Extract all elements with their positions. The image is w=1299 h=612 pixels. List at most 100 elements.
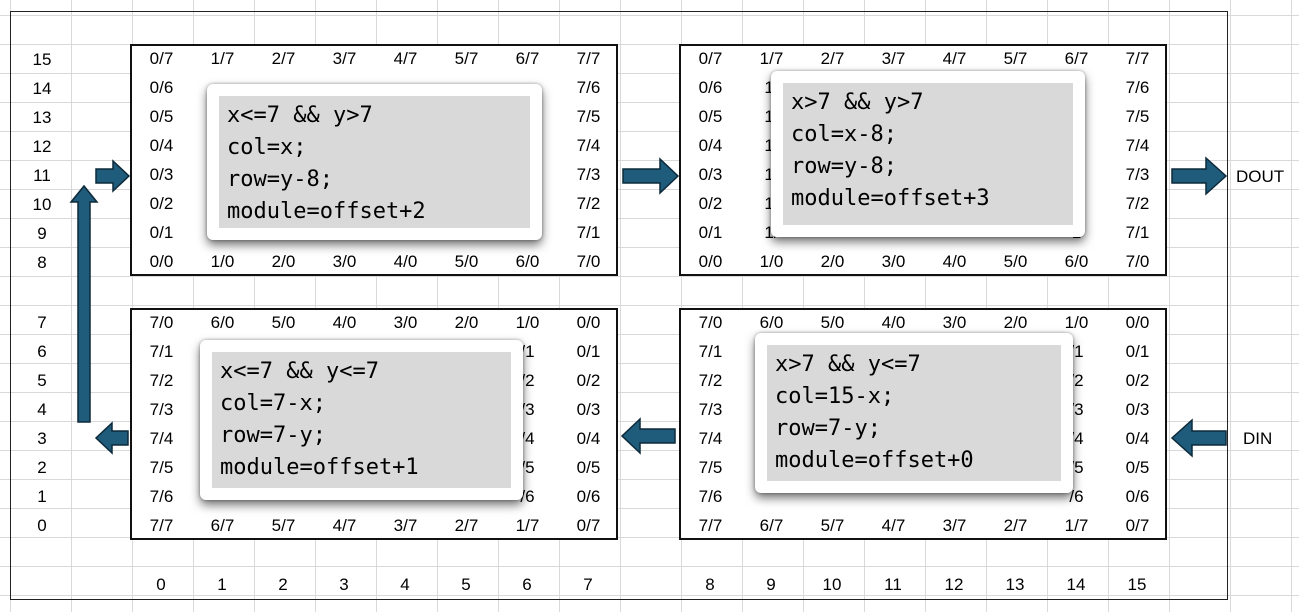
col-label: 10 [822, 575, 842, 594]
matrix-cell: /4 [520, 429, 535, 448]
col-label: 5 [461, 575, 471, 594]
matrix-cell: 1/0 [1064, 313, 1089, 332]
matrix-cell: 0/4 [149, 136, 174, 155]
matrix-cell: 5/0 [820, 313, 845, 332]
matrix-cell: 6/0 [759, 313, 784, 332]
arrow-to-dout [1171, 156, 1228, 196]
matrix-cell: 0/6 [1125, 487, 1150, 506]
row-label: 12 [32, 137, 52, 156]
matrix-cell: 0/3 [698, 165, 723, 184]
matrix-cell: 0/7 [698, 49, 723, 68]
matrix-cell: 5/7 [820, 516, 845, 535]
matrix-cell: 7/0 [1125, 252, 1150, 271]
matrix-cell: 4/0 [332, 313, 357, 332]
row-label: 1 [37, 487, 47, 506]
matrix-cell: 6/7 [1064, 49, 1089, 68]
matrix-cell: 6/7 [210, 516, 235, 535]
row-label: 5 [37, 371, 47, 390]
dout-label: DOUT [1236, 167, 1285, 186]
note-code-line: x>7 && y>7 [791, 90, 924, 115]
matrix-cell: 2/7 [454, 516, 479, 535]
matrix-cell: 3/7 [942, 516, 967, 535]
matrix-cell: 7/4 [698, 429, 723, 448]
matrix-cell: 4/7 [332, 516, 357, 535]
col-label: 9 [766, 575, 776, 594]
matrix-cell: 1/7 [210, 49, 235, 68]
note-code-line: x>7 && y<=7 [775, 352, 921, 377]
matrix-cell: 6/7 [759, 516, 784, 535]
row-label: 10 [32, 195, 52, 214]
matrix-cell: 7/1 [149, 342, 174, 361]
col-label: 0 [156, 575, 166, 594]
matrix-cell: 1/7 [759, 49, 784, 68]
arrow-from-din [1170, 418, 1227, 458]
matrix-cell: 7/3 [1125, 165, 1150, 184]
matrix-cell: 0/0 [149, 252, 174, 271]
matrix-cell: 7/1 [698, 342, 723, 361]
arrow-into-top-left [95, 159, 131, 193]
arrow-out-of-bottom-left [94, 421, 129, 455]
matrix-cell: 6/0 [515, 252, 540, 271]
matrix-cell: 3/0 [332, 252, 357, 271]
matrix-cell: 6/0 [1064, 252, 1089, 271]
matrix-cell: 7/5 [576, 107, 601, 126]
col-label: 3 [339, 575, 349, 594]
matrix-cell: 0/6 [149, 78, 174, 97]
matrix-cell: 7/7 [1125, 49, 1150, 68]
matrix-cell: 1/0 [210, 252, 235, 271]
row-label: 15 [32, 50, 52, 69]
row-label: 9 [37, 224, 47, 243]
matrix-cell: 7/5 [149, 458, 174, 477]
matrix-cell: /1 [520, 342, 535, 361]
matrix-cell: 7/2 [576, 194, 601, 213]
matrix-cell: 7/6 [1125, 78, 1150, 97]
matrix-cell: 0/7 [149, 49, 174, 68]
matrix-cell: 5/0 [271, 313, 296, 332]
note-code-line: module=offset+3 [791, 186, 990, 211]
matrix-cell: 7/1 [576, 223, 601, 242]
matrix-cell: 7/5 [698, 458, 723, 477]
matrix-cell: 4/7 [881, 516, 906, 535]
col-label: 12 [944, 575, 964, 594]
matrix-cell: 2/7 [1003, 516, 1028, 535]
matrix-cell: 0/4 [1125, 429, 1150, 448]
matrix-cell: 0/4 [576, 429, 601, 448]
note-code-line: x<=7 && y<=7 [220, 359, 379, 384]
note-code-line: col=x; [227, 135, 307, 160]
matrix-cell: 4/0 [881, 313, 906, 332]
matrix-cell: 1/7 [1064, 516, 1089, 535]
matrix-cell: 6/7 [515, 49, 540, 68]
din-label: DIN [1243, 429, 1273, 448]
note-code-line: module=offset+1 [220, 455, 419, 480]
matrix-cell: 4/7 [393, 49, 418, 68]
matrix-cell: 2/0 [454, 313, 479, 332]
col-label: 6 [522, 575, 532, 594]
matrix-cell: 0/3 [1125, 400, 1150, 419]
col-label: 8 [705, 575, 715, 594]
matrix-top-right: 0/71/72/73/74/75/76/77/70/61/67/60/51/57… [679, 44, 1167, 276]
matrix-cell: 0/0 [576, 313, 601, 332]
row-label: 13 [32, 108, 52, 127]
matrix-cell: 3/7 [881, 49, 906, 68]
matrix-cell: 3/7 [393, 516, 418, 535]
matrix-cell: 0/0 [698, 252, 723, 271]
arrow-up-return [69, 184, 99, 423]
matrix-cell: 7/7 [149, 516, 174, 535]
matrix-cell: 3/7 [332, 49, 357, 68]
matrix-cell: 4/7 [942, 49, 967, 68]
note-code-line: row=y-8; [791, 154, 897, 179]
matrix-cell: 7/2 [149, 371, 174, 390]
matrix-cell: 1/0 [759, 252, 784, 271]
matrix-cell: 6/0 [210, 313, 235, 332]
matrix-cell: 7/3 [149, 400, 174, 419]
arrow-top-left-to-top-right [622, 157, 680, 195]
matrix-cell: 7/6 [576, 78, 601, 97]
matrix-cell: 5/7 [454, 49, 479, 68]
matrix-cell: 7/7 [698, 516, 723, 535]
matrix-cell: 7/0 [149, 313, 174, 332]
